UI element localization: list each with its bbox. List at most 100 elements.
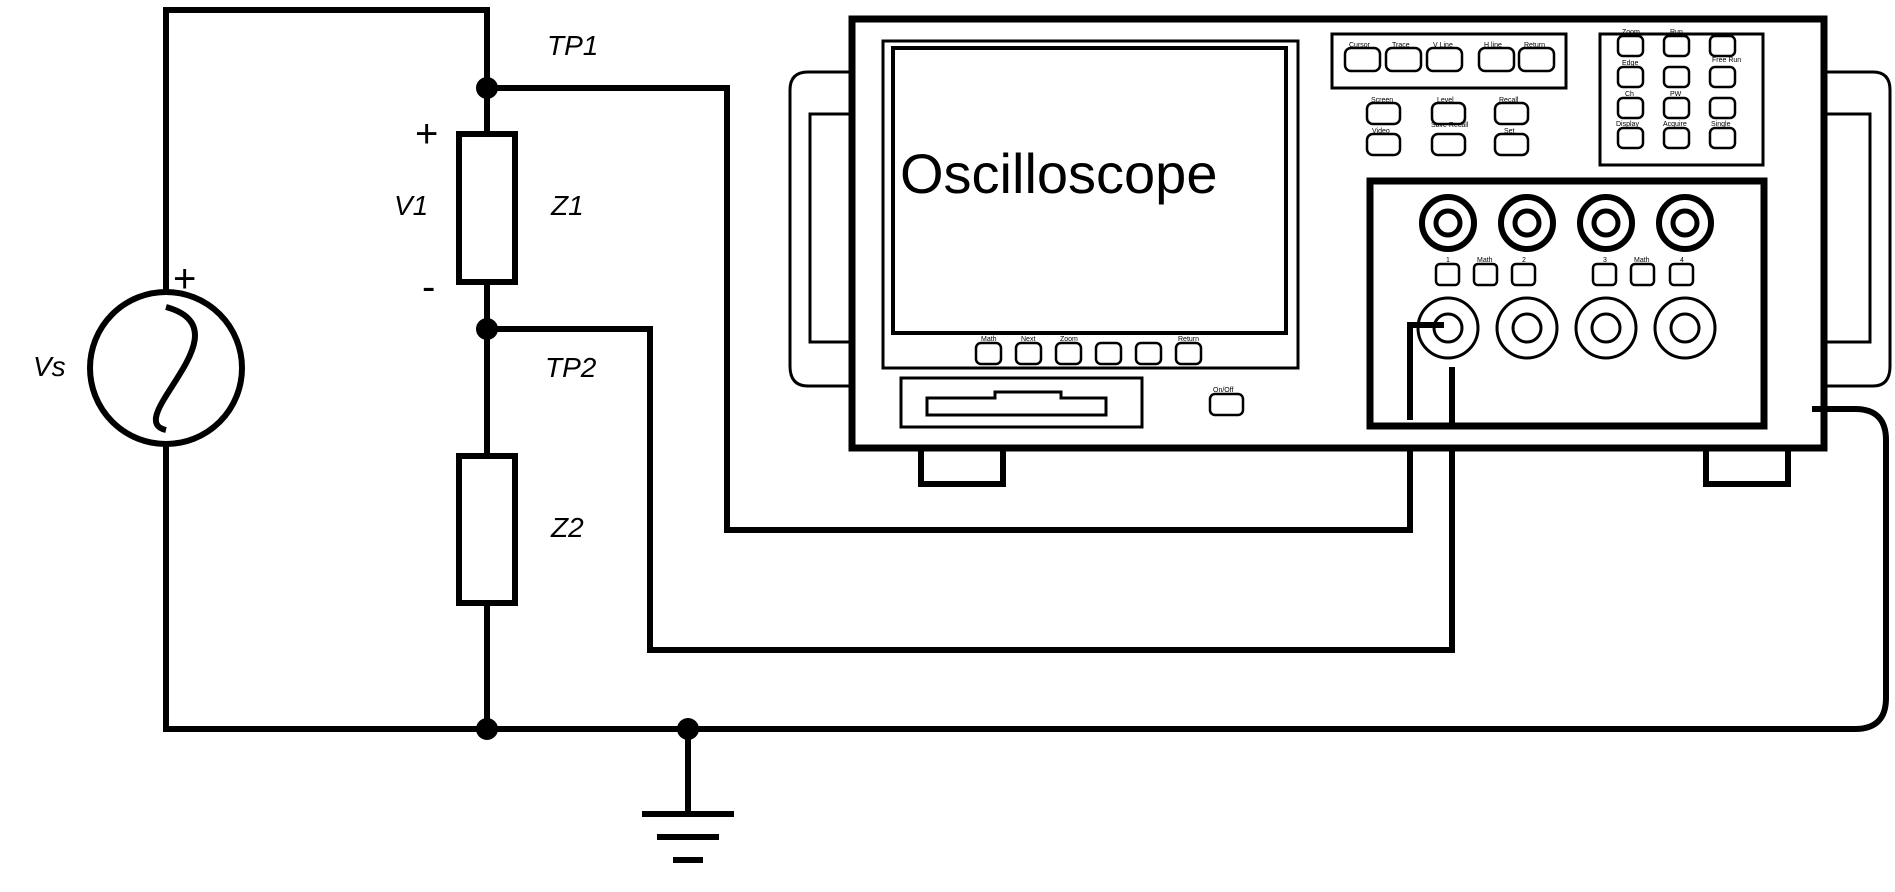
h-line-button[interactable]: [1477, 46, 1516, 73]
top-buttons: [1343, 46, 1556, 73]
ch1-button[interactable]: [1434, 262, 1461, 287]
level-button[interactable]: [1430, 101, 1467, 126]
keypad-label-acquire: Acquire: [1663, 121, 1687, 128]
soft-key-label-next: Next: [1021, 336, 1035, 343]
screen-bezel: [881, 39, 1300, 370]
keypad-ch[interactable]: [1616, 96, 1645, 120]
left-handle: [788, 70, 852, 388]
soft-key-2[interactable]: [1014, 341, 1043, 366]
math-button-left[interactable]: [1472, 262, 1499, 287]
keypad-pw[interactable]: [1662, 96, 1691, 120]
node-tp1: [476, 77, 498, 99]
keypad-panel: [1598, 32, 1765, 167]
recall-button[interactable]: [1493, 101, 1530, 126]
channel-buttons: [1434, 262, 1695, 287]
ch4-button-label: 4: [1680, 257, 1684, 264]
top-button-strip: [1330, 32, 1568, 90]
cursor-button[interactable]: [1343, 46, 1382, 73]
node-tp2: [476, 318, 498, 340]
channel-3-knob[interactable]: [1577, 194, 1635, 252]
tp2-label: TP2: [545, 352, 597, 383]
soft-key-label-math: Math: [981, 336, 997, 343]
channel-2-knob[interactable]: [1498, 194, 1556, 252]
keypad-free-run[interactable]: [1708, 65, 1737, 89]
soft-key-4[interactable]: [1094, 341, 1123, 366]
h-line-button-label: H line: [1484, 42, 1502, 49]
level-button-label: Level: [1437, 97, 1454, 104]
v1-plus-sign: +: [415, 112, 438, 156]
keypad-blank[interactable]: [1708, 34, 1737, 58]
power-button-label: On/Off: [1213, 387, 1234, 394]
keypad-display[interactable]: [1616, 126, 1645, 150]
ch3-button[interactable]: [1591, 262, 1618, 287]
soft-key-label-zoom: Zoom: [1060, 336, 1078, 343]
keypad-label-single: Single: [1711, 121, 1731, 128]
impedance-z2: Z2: [456, 453, 584, 606]
keypad-zoom[interactable]: [1616, 34, 1645, 58]
trace-button[interactable]: [1384, 46, 1423, 73]
z2-label: Z2: [550, 512, 584, 543]
oscilloscope: Oscilloscope Math Next Zoom Return On/Of…: [788, 15, 1892, 487]
input-panel: [1366, 177, 1768, 430]
video-button[interactable]: [1365, 132, 1402, 157]
ac-source-circle: [87, 289, 245, 447]
ac-source: + Vs: [33, 257, 245, 447]
disk-slot-icon: [925, 390, 1108, 417]
ch3-button-label: 3: [1603, 257, 1607, 264]
keypad-acquire[interactable]: [1662, 126, 1691, 150]
return-button[interactable]: [1517, 46, 1556, 73]
keypad-single[interactable]: [1708, 126, 1737, 150]
left-handle-inner: [808, 112, 852, 344]
mid-buttons: [1365, 101, 1530, 157]
screen-soft-keys: [974, 341, 1203, 366]
bnc-input-4[interactable]: [1653, 296, 1717, 360]
scope-screen: [891, 46, 1288, 335]
video-button-label: Video: [1372, 128, 1390, 135]
right-handle: [1827, 70, 1892, 388]
keypad-label-display: Display: [1616, 121, 1639, 128]
save-recall-button-label: Save Recall: [1431, 122, 1469, 129]
channel-4-knob[interactable]: [1656, 194, 1714, 252]
keypad-run[interactable]: [1662, 34, 1691, 58]
ch4-button[interactable]: [1668, 262, 1695, 287]
set-button-label: Set: [1504, 128, 1515, 135]
right-foot: [1703, 443, 1791, 487]
ground-symbol-icon: [642, 811, 734, 863]
math-button-right[interactable]: [1629, 262, 1656, 287]
soft-key-5[interactable]: [1134, 341, 1163, 366]
z1-label: Z1: [550, 190, 584, 221]
v-line-button[interactable]: [1425, 46, 1464, 73]
soft-key-6[interactable]: [1174, 341, 1203, 366]
set-button[interactable]: [1493, 132, 1530, 157]
math-left-label: Math: [1477, 257, 1493, 264]
keypad-buttons: [1616, 34, 1737, 150]
v-line-button-label: V Line: [1433, 42, 1453, 49]
source-label: Vs: [33, 351, 66, 382]
return-button-label: Return: [1524, 42, 1545, 49]
keypad-label-run: Run: [1670, 29, 1683, 36]
power-button[interactable]: [1208, 392, 1245, 417]
z2-box: [456, 453, 518, 606]
wire-source-top: [163, 7, 490, 292]
keypad-label-free-run: Free Run: [1712, 57, 1741, 64]
soft-key-1[interactable]: [974, 341, 1003, 366]
channel-1-knob[interactable]: [1419, 194, 1477, 252]
wire-tp2-probe: [487, 326, 1455, 653]
probe-tips: [1407, 322, 1824, 426]
bnc-input-3[interactable]: [1574, 296, 1638, 360]
wire-source-bottom: [163, 445, 487, 732]
wire-ground-bus: [487, 406, 1889, 732]
soft-key-label-return: Return: [1178, 336, 1199, 343]
soft-key-3[interactable]: [1054, 341, 1083, 366]
v1-minus-sign: -: [422, 265, 435, 309]
screen-button[interactable]: [1365, 101, 1402, 126]
keypad-video[interactable]: [1662, 65, 1691, 89]
screen-button-label: Screen: [1371, 97, 1393, 104]
ch2-button[interactable]: [1510, 262, 1537, 287]
bnc-input-2[interactable]: [1495, 296, 1559, 360]
keypad-blank-2[interactable]: [1708, 96, 1737, 120]
save-recall-button[interactable]: [1430, 132, 1467, 157]
keypad-edge[interactable]: [1616, 65, 1645, 89]
sine-wave-icon: [152, 304, 198, 433]
disk-drive: [899, 376, 1144, 429]
